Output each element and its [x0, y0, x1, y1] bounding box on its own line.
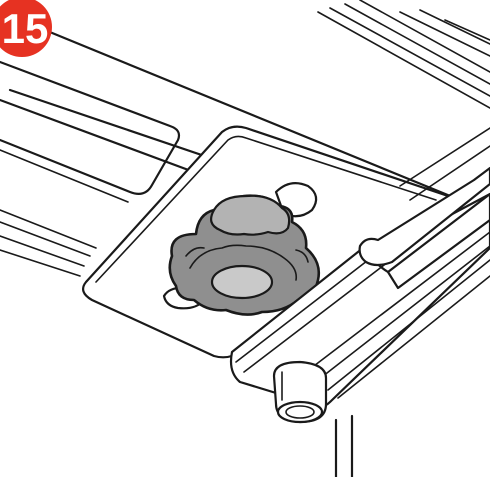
step-number: 15: [1, 5, 49, 52]
aluminium-rail: [229, 127, 490, 408]
step-badge: [0, 0, 52, 57]
top-rail: [317, 0, 490, 109]
vertical-post: [334, 414, 354, 477]
rail-foot: [272, 360, 328, 424]
star-knob: [168, 194, 321, 316]
left-slot-panel: [0, 60, 181, 203]
